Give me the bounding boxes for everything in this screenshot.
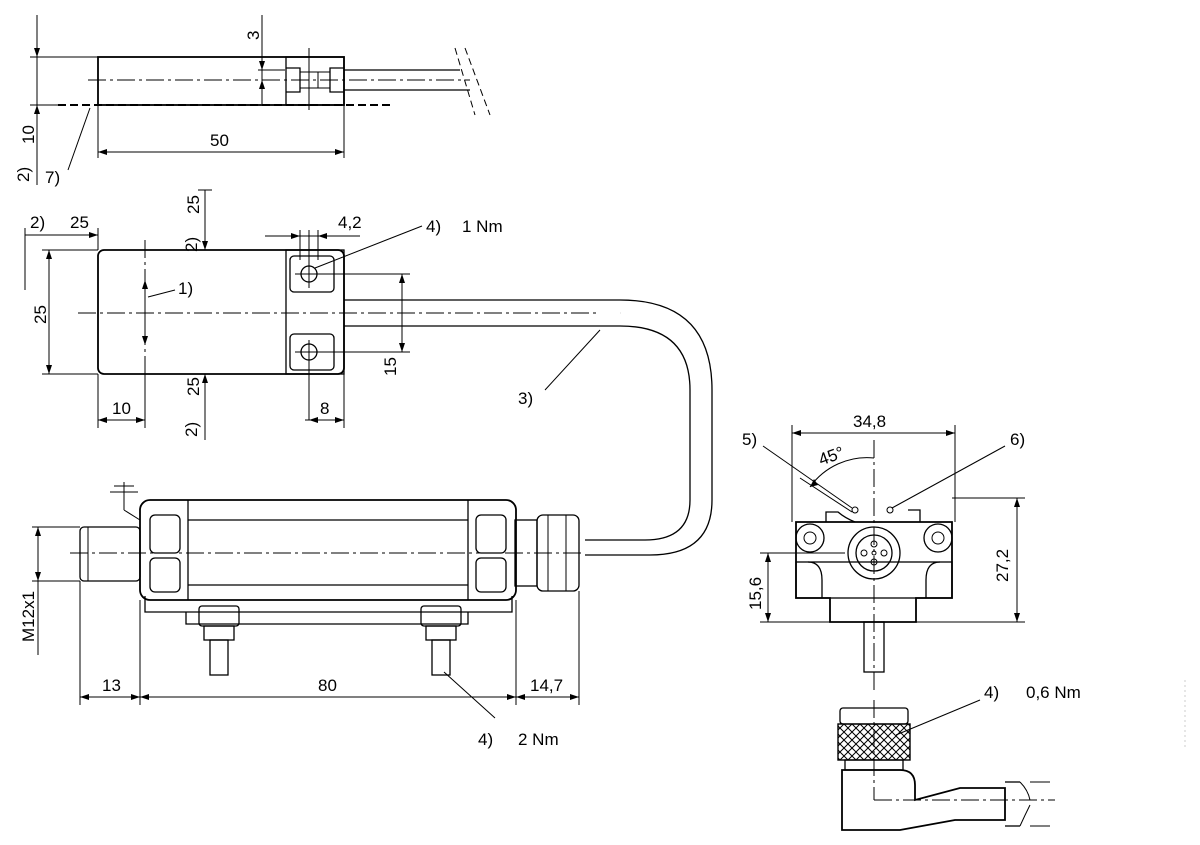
side-dim-m12: M12x1 — [19, 591, 38, 642]
end-dim-27-2: 27,2 — [993, 549, 1012, 582]
plug-note-4: 4) — [984, 683, 999, 702]
top-note-7: 7) — [45, 168, 60, 187]
plan-note-4: 4) — [426, 217, 441, 236]
plan-dim-25-left: 25 — [31, 305, 50, 324]
side-dim-80: 80 — [318, 676, 337, 695]
plan-dim-10: 10 — [112, 399, 131, 418]
end-angle-45: 45° — [816, 443, 847, 470]
plan-note-2-top: 2) — [182, 237, 201, 252]
end-note-5: 5) — [742, 430, 757, 449]
side-view: M12x1 13 80 14,7 4) 2 Nm — [19, 482, 585, 749]
top-dim-3: 3 — [244, 31, 263, 40]
plan-dim-4-2: 4,2 — [338, 213, 362, 232]
plan-dim-8: 8 — [320, 399, 329, 418]
side-dim-14-7: 14,7 — [530, 676, 563, 695]
side-note-4: 4) — [478, 730, 493, 749]
end-note-6: 6) — [1010, 430, 1025, 449]
top-dim-50: 50 — [210, 131, 229, 150]
plan-note-3: 3) — [518, 389, 533, 408]
plan-dim-25-vertical-bottom: 25 — [184, 377, 203, 396]
top-note-2: 2) — [14, 167, 33, 182]
plan-dim-25-top-left: 25 — [70, 213, 89, 232]
side-torque-2: 2 Nm — [518, 730, 559, 749]
end-dim-15-6: 15,6 — [746, 577, 765, 610]
plug-torque-0-6: 0,6 Nm — [1026, 683, 1081, 702]
top-dim-10: 10 — [19, 125, 38, 144]
plan-dim-15: 15 — [381, 357, 400, 376]
plan-note-2-left: 2) — [30, 213, 45, 232]
plan-note-2-bottom: 2) — [182, 422, 201, 437]
end-view: 34,8 45° 5) 6) 27,2 15,6 — [742, 412, 1025, 690]
plan-torque-1: 1 Nm — [462, 217, 503, 236]
end-dim-34-8: 34,8 — [853, 412, 886, 431]
side-dim-13: 13 — [102, 676, 121, 695]
plan-view: 4,2 4) 1 Nm 2) 25 25 2) 1) 25 15 — [24, 189, 713, 556]
plan-note-1: 1) — [178, 279, 193, 298]
top-side-view: 3 10 2) 7) 50 — [14, 15, 491, 187]
plan-dim-25-vertical-top: 25 — [184, 195, 203, 214]
angled-plug: 4) 0,6 Nm — [837, 683, 1081, 831]
